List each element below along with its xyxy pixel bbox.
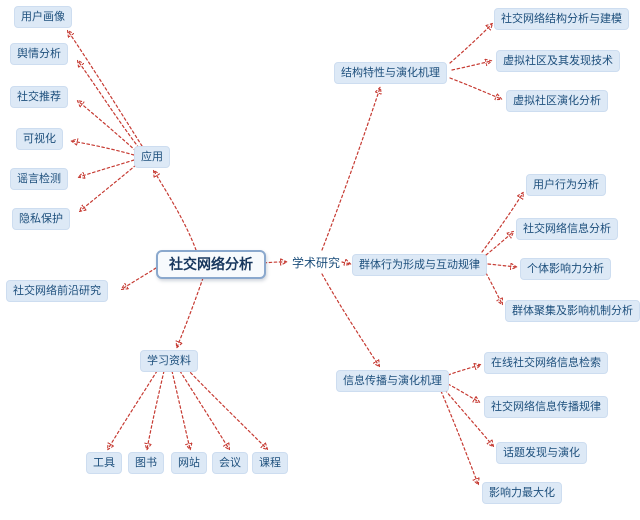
node-user-behavior-analysis[interactable]: 用户行为分析	[526, 174, 606, 196]
node-social-recommendation[interactable]: 社交推荐	[10, 86, 68, 108]
node-applications[interactable]: 应用	[134, 146, 170, 168]
node-propagation-rules[interactable]: 社交网络信息传播规律	[484, 396, 608, 418]
edge-learning-courses	[186, 368, 267, 449]
edge-info-propagation-rules	[447, 383, 479, 402]
node-structure-evolution[interactable]: 结构特性与演化机理	[334, 62, 447, 84]
node-frontier-research[interactable]: 社交网络前沿研究	[6, 280, 108, 302]
edge-applications-sentiment-analysis	[78, 61, 140, 149]
edge-group-info-analysis	[485, 232, 513, 256]
edge-academic-group-behavior	[341, 262, 350, 264]
node-conferences[interactable]: 会议	[212, 452, 248, 474]
edge-applications-visualization	[72, 141, 135, 156]
edge-academic-structure-evolution	[321, 88, 380, 251]
edge-structure-virtual-community-evolution	[449, 77, 501, 99]
edge-info-online-info-retrieval	[447, 365, 480, 376]
edge-academic-info-propagation	[321, 273, 379, 366]
edge-applications-privacy-protection	[80, 164, 137, 211]
edge-central-frontier-research	[122, 267, 157, 289]
edge-applications-social-recommendation	[78, 101, 137, 152]
node-virtual-community-evolution[interactable]: 虚拟社区演化分析	[506, 90, 608, 112]
edge-structure-structure-modeling	[449, 24, 492, 64]
node-info-analysis[interactable]: 社交网络信息分析	[516, 218, 618, 240]
edge-info-topic-discovery	[444, 389, 493, 446]
edge-group-individual-influence	[487, 264, 516, 267]
node-user-portrait[interactable]: 用户画像	[14, 6, 72, 28]
edge-learning-websites	[171, 370, 190, 449]
node-online-info-retrieval[interactable]: 在线社交网络信息检索	[484, 352, 608, 374]
node-books[interactable]: 图书	[128, 452, 164, 474]
node-courses[interactable]: 课程	[252, 452, 288, 474]
node-learning-materials[interactable]: 学习资料	[140, 350, 198, 372]
edge-applications-rumor-detection	[79, 159, 135, 177]
node-privacy-protection[interactable]: 隐私保护	[12, 208, 70, 230]
edge-structure-virtual-community-discovery	[451, 61, 491, 71]
node-influence-maximization[interactable]: 影响力最大化	[482, 482, 562, 504]
node-group-behavior[interactable]: 群体行为形成与互动规律	[352, 254, 487, 276]
node-websites[interactable]: 网站	[171, 452, 207, 474]
edge-applications-user-portrait	[68, 31, 143, 147]
node-virtual-community-discovery[interactable]: 虚拟社区及其发现技术	[496, 50, 620, 72]
edge-learning-conferences	[179, 370, 229, 449]
node-topic-discovery[interactable]: 话题发现与演化	[496, 442, 587, 464]
edge-central-learning-materials	[177, 277, 204, 347]
node-structure-modeling[interactable]: 社交网络结构分析与建模	[494, 8, 629, 30]
node-tools[interactable]: 工具	[86, 452, 122, 474]
node-sentiment-analysis[interactable]: 舆情分析	[10, 43, 68, 65]
edge-learning-tools	[108, 370, 158, 449]
node-individual-influence[interactable]: 个体影响力分析	[520, 258, 611, 280]
edge-info-influence-maximization	[440, 390, 478, 484]
edge-central-applications	[154, 171, 197, 251]
node-academic-research[interactable]: 学术研究	[292, 256, 341, 270]
node-visualization[interactable]: 可视化	[16, 128, 63, 150]
node-group-aggregation[interactable]: 群体聚集及影响机制分析	[505, 300, 640, 322]
edge-group-user-behavior-analysis	[481, 193, 523, 253]
edge-group-group-aggregation	[485, 272, 502, 304]
edge-central-academic-research	[263, 262, 286, 263]
edge-learning-books	[147, 370, 165, 449]
node-info-propagation[interactable]: 信息传播与演化机理	[336, 370, 449, 392]
node-central[interactable]: 社交网络分析	[156, 250, 266, 279]
node-rumor-detection[interactable]: 谣言检测	[10, 168, 68, 190]
